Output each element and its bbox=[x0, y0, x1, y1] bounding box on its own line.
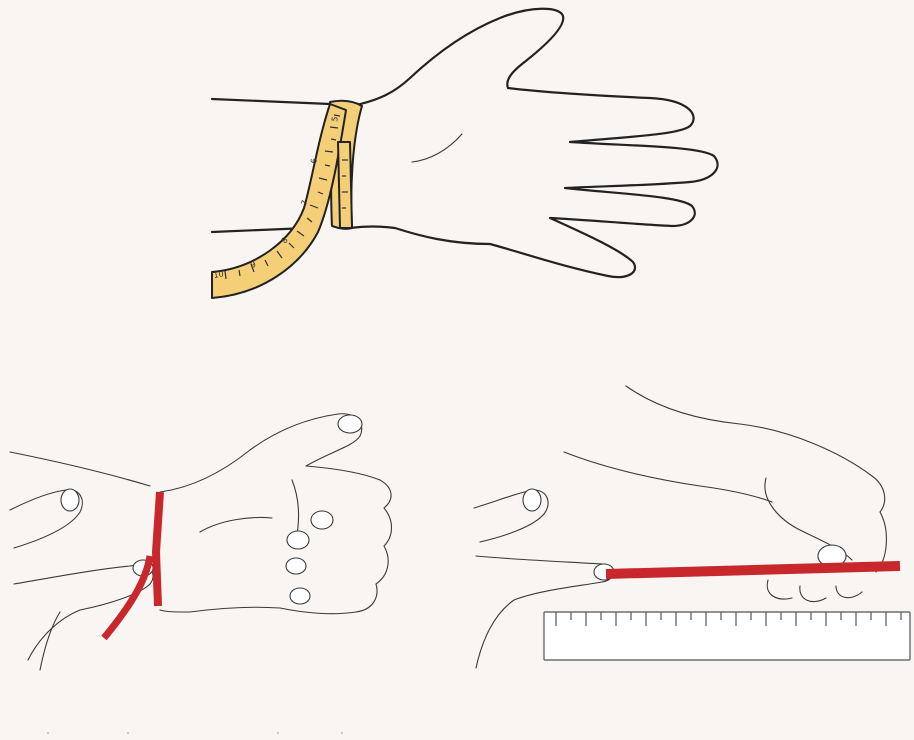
paper-strip-wrap bbox=[156, 492, 160, 606]
tape-number: 10 bbox=[213, 269, 225, 280]
fingernail bbox=[311, 511, 333, 529]
scan-specks bbox=[47, 732, 343, 734]
fingernail bbox=[286, 558, 306, 574]
fist-outline bbox=[160, 414, 392, 614]
fingernail bbox=[290, 588, 310, 604]
fingernail bbox=[287, 531, 309, 549]
thumbnail bbox=[338, 415, 362, 433]
paper-strip-panel bbox=[10, 414, 392, 670]
paper-strip-flat bbox=[606, 566, 900, 574]
tape-measure-panel: 5 6 7 8 9 10 bbox=[212, 9, 718, 298]
ruler bbox=[544, 612, 910, 660]
thumbnail bbox=[61, 489, 79, 511]
helper-hand-outline bbox=[10, 452, 153, 670]
thumbnail bbox=[523, 489, 541, 511]
open-hand-outline bbox=[350, 9, 718, 277]
tape-measure-end bbox=[338, 142, 352, 228]
palm-crease bbox=[412, 134, 462, 162]
strip-on-ruler-panel bbox=[474, 386, 910, 668]
tape-measure-tail bbox=[212, 104, 346, 298]
